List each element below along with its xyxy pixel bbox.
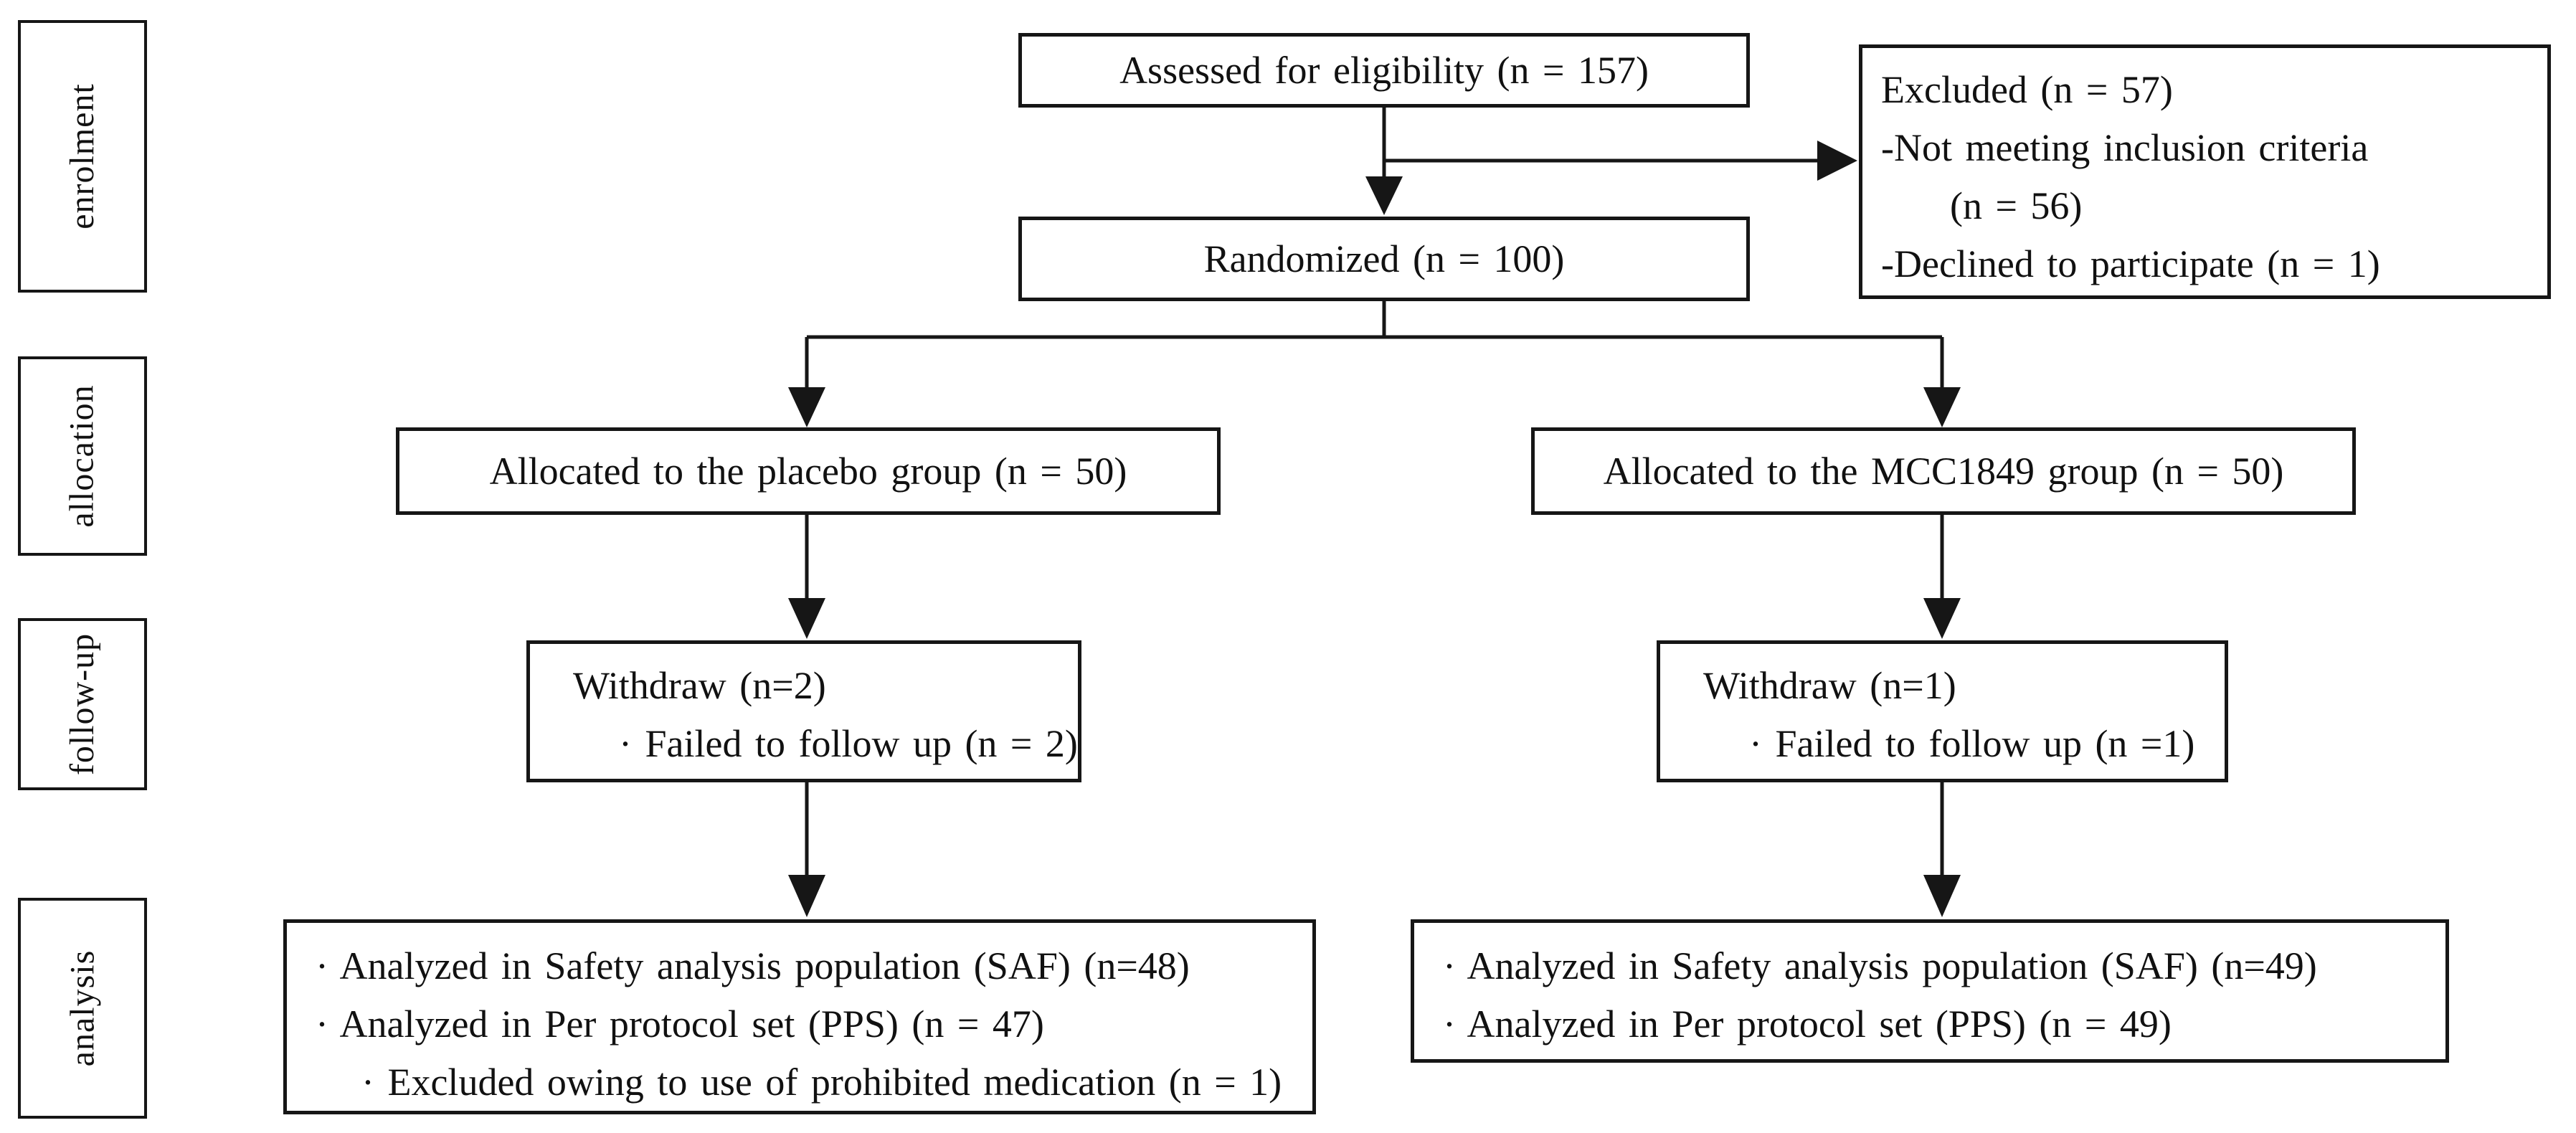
box-analysis-placebo: · Analyzed in Safety analysis population… <box>283 919 1316 1114</box>
analysis-placebo-pps: · Analyzed in Per protocol set (PPS) (n … <box>316 1002 1044 1046</box>
followup-mcc1849-failed: · Failed to follow up (n =1) <box>1749 722 2195 765</box>
stage-box-enrolment: enrolment <box>18 20 147 293</box>
analysis-placebo-saf: · Analyzed in Safety analysis population… <box>316 944 1190 987</box>
stage-label-follow-up: follow-up <box>63 632 101 776</box>
stage-box-allocation: allocation <box>18 356 147 556</box>
analysis-mcc1849-pps: · Analyzed in Per protocol set (PPS) (n … <box>1443 1002 2172 1046</box>
randomized-text: Randomized (n = 100) <box>1203 237 1565 280</box>
excluded-line-declined: -Declined to participate (n = 1) <box>1881 242 2380 285</box>
box-excluded: Excluded (n = 57) -Not meeting inclusion… <box>1859 44 2551 299</box>
stage-box-analysis: analysis <box>18 898 147 1119</box>
arrowhead-analysis-placebo <box>788 875 825 917</box>
allocation-mcc1849-text: Allocated to the MCC1849 group (n = 50) <box>1603 449 2284 493</box>
followup-placebo-withdraw: Withdraw (n=2) <box>573 664 826 707</box>
stage-label-allocation: allocation <box>63 384 102 528</box>
analysis-mcc1849-saf: · Analyzed in Safety analysis population… <box>1443 944 2317 987</box>
arrowhead-allocation-mcc1849 <box>1923 387 1961 427</box>
arrowhead-analysis-mcc1849 <box>1923 875 1961 917</box>
arrowhead-followup-mcc1849 <box>1923 598 1961 639</box>
box-followup-mcc1849: Withdraw (n=1) · Failed to follow up (n … <box>1657 640 2228 782</box>
stage-box-follow-up: follow-up <box>18 618 147 790</box>
assessed-eligibility-text: Assessed for eligibility (n = 157) <box>1119 48 1649 92</box>
arrowhead-randomized <box>1365 176 1403 215</box>
box-assessed-eligibility: Assessed for eligibility (n = 157) <box>1018 33 1750 108</box>
box-followup-placebo: Withdraw (n=2) · Failed to follow up (n … <box>526 640 1081 782</box>
excluded-line-n56: (n = 56) <box>1950 184 2083 227</box>
excluded-line-not-meeting: -Not meeting inclusion criteria <box>1881 126 2369 169</box>
stage-label-analysis: analysis <box>62 949 101 1067</box>
followup-mcc1849-withdraw: Withdraw (n=1) <box>1703 664 1956 707</box>
arrowhead-allocation-placebo <box>788 387 825 427</box>
allocation-placebo-text: Allocated to the placebo group (n = 50) <box>489 449 1127 493</box>
box-allocation-placebo: Allocated to the placebo group (n = 50) <box>396 427 1221 515</box>
excluded-line-total: Excluded (n = 57) <box>1881 68 2173 111</box>
analysis-placebo-excluded: · Excluded owing to use of prohibited me… <box>361 1061 1282 1104</box>
box-analysis-mcc1849: · Analyzed in Safety analysis population… <box>1411 919 2449 1063</box>
box-randomized: Randomized (n = 100) <box>1018 217 1750 301</box>
stage-label-enrolment: enrolment <box>63 83 102 229</box>
arrowhead-excluded <box>1817 141 1857 181</box>
followup-placebo-failed: · Failed to follow up (n = 2) <box>619 722 1078 765</box>
arrowhead-followup-placebo <box>788 598 825 639</box>
box-allocation-mcc1849: Allocated to the MCC1849 group (n = 50) <box>1531 427 2356 515</box>
